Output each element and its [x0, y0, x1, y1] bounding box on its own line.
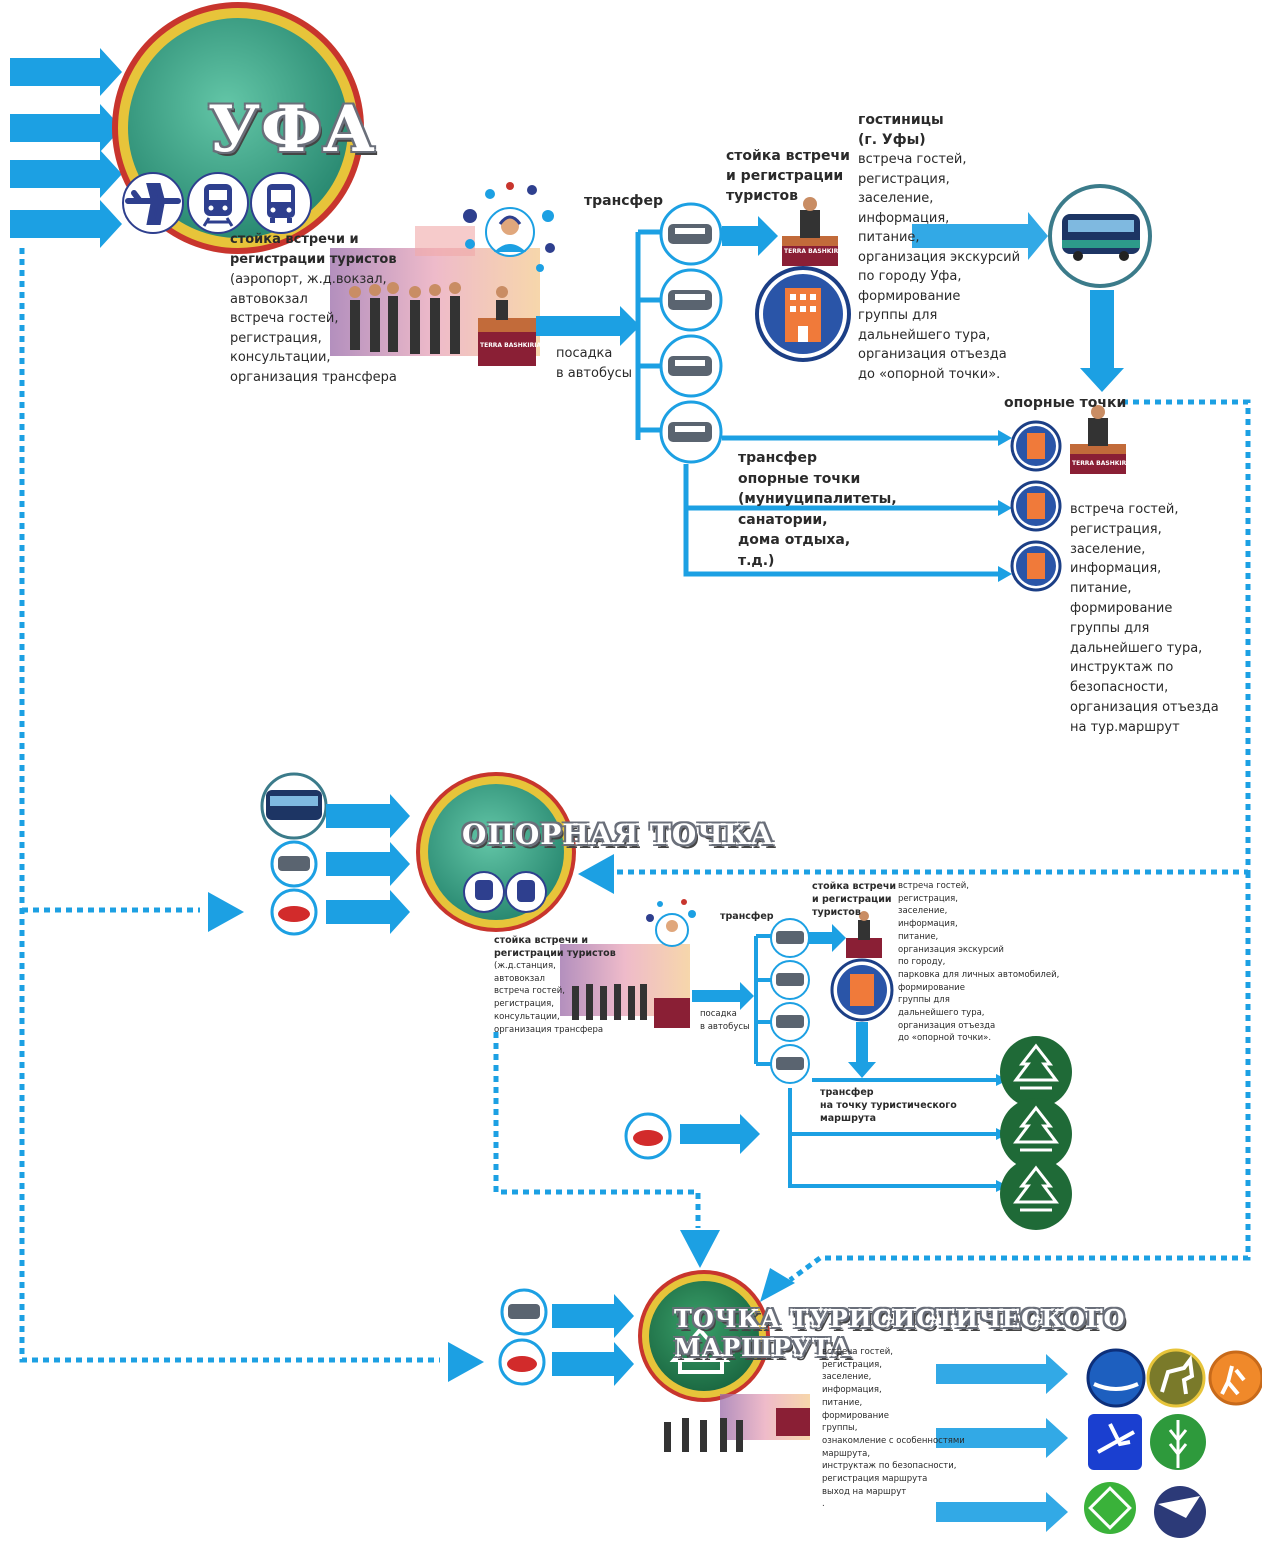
hub-ufa-title: УФА	[208, 92, 376, 167]
arrow-bus-down	[1080, 290, 1124, 392]
bus-icon	[267, 184, 295, 223]
hotels-body-support: встреча гостей, регистрация, заселение, …	[898, 881, 1060, 1044]
kayak-icon	[1093, 1382, 1139, 1391]
transfer-support-label: трансфер опорные точки (муниуципалитеты,…	[738, 450, 897, 569]
vans-support	[770, 918, 810, 1084]
desk-scene-route	[664, 1394, 810, 1452]
ornament-icon	[1088, 1486, 1132, 1530]
desk-ufa-body: (аэропорт, ж.д.вокзал, автовокзал встреч…	[230, 272, 397, 385]
hub-ufa-circle	[112, 2, 364, 254]
support-incoming	[260, 772, 410, 936]
call-center-icon	[463, 182, 555, 272]
skiing-icon	[1097, 1423, 1135, 1454]
desk2-ufa	[782, 197, 838, 266]
banner-ufa-desk: TERRA BASHKIRIA	[480, 342, 542, 349]
support-hotel-icons	[1010, 405, 1126, 592]
bus-circle-ufa	[1048, 184, 1152, 288]
support-points-label: опорные точки	[1004, 395, 1127, 411]
route-arrows	[936, 1354, 1068, 1532]
desk2-support	[830, 911, 894, 1022]
support-transfer-heads	[998, 430, 1012, 582]
activity-icons	[1084, 1348, 1262, 1538]
desk2-label-ufa: стойка встречи и регистрации туристов	[726, 148, 850, 204]
banner-support-points: TERRA BASHKIRIA	[1072, 460, 1134, 467]
dotted-routes	[19, 248, 1251, 1363]
route-body: встреча гостей, регистрация, заселение, …	[822, 1347, 965, 1510]
arrow-desk-to-transfer-support	[692, 982, 754, 1010]
hub-route-title: ТОЧКА ТУРИСИСТИЧЕСКОГО МАРШРУТА	[674, 1304, 1126, 1362]
arrow-hotel-down-support	[848, 1022, 876, 1078]
desk-support-body: (ж.д.станция, автовокзал встреча гостей,…	[494, 961, 604, 1035]
dotted-arrowheads	[208, 854, 795, 1382]
arrow-hotels-to-bus	[912, 212, 1048, 260]
transfer-bracket-support	[754, 934, 1000, 1188]
transfer-route-label: трансфер на точку туристического маршрут…	[820, 1087, 957, 1124]
arrow-van-to-desk2	[722, 216, 778, 256]
transfer-bracket-ufa	[635, 229, 660, 440]
desk-scene-support	[560, 899, 696, 1028]
plane-icon	[125, 183, 181, 225]
arrow-van-to-desk2-support	[808, 924, 846, 952]
desk-scene-ufa	[330, 226, 540, 366]
train-icon	[202, 184, 234, 227]
desk-support-heading: стойка встречи и регистрации туристов	[494, 935, 616, 959]
hiking-icon	[1220, 1365, 1246, 1396]
hang-glider-icon	[1158, 1496, 1200, 1518]
hotels-heading-ufa: гостиницы (г. Уфы)	[858, 112, 944, 148]
hotel-icon	[755, 266, 851, 362]
transfer-label-ufa: трансфер	[584, 193, 663, 209]
boarding-label-ufa: посадка в автобусы	[556, 346, 633, 381]
forest-icons	[1000, 1036, 1072, 1230]
hub-support-title: ОПОРНАЯ ТОЧКА	[462, 818, 775, 851]
vans-ufa	[659, 202, 723, 464]
desk2-label-support: стойка встречи и регистрации туристов	[812, 881, 897, 918]
horse-icon	[1160, 1354, 1195, 1395]
wheat-icon	[1168, 1420, 1188, 1468]
car-to-route	[624, 1112, 760, 1160]
desk-ufa-heading: стойка встречи и регистрации туристов	[230, 232, 397, 267]
arrow-desk-to-transfer	[536, 306, 640, 346]
boarding-label-support: посадка в автобусы	[700, 1009, 750, 1032]
hub-route-circle	[638, 1270, 770, 1402]
incoming-arrows-ufa	[10, 48, 122, 248]
support-transfer-lines	[683, 435, 1002, 577]
hub-support-circle	[416, 772, 576, 932]
banner-ufa-desk2: TERRA BASHKIRIA	[784, 248, 846, 255]
support-body: встреча гостей, регистрация, заселение, …	[1070, 502, 1219, 735]
route-incoming	[498, 1288, 634, 1386]
hotels-body-ufa: встреча гостей, регистрация, заселение, …	[858, 152, 1021, 382]
transfer-label-support: трансфер	[720, 911, 774, 922]
